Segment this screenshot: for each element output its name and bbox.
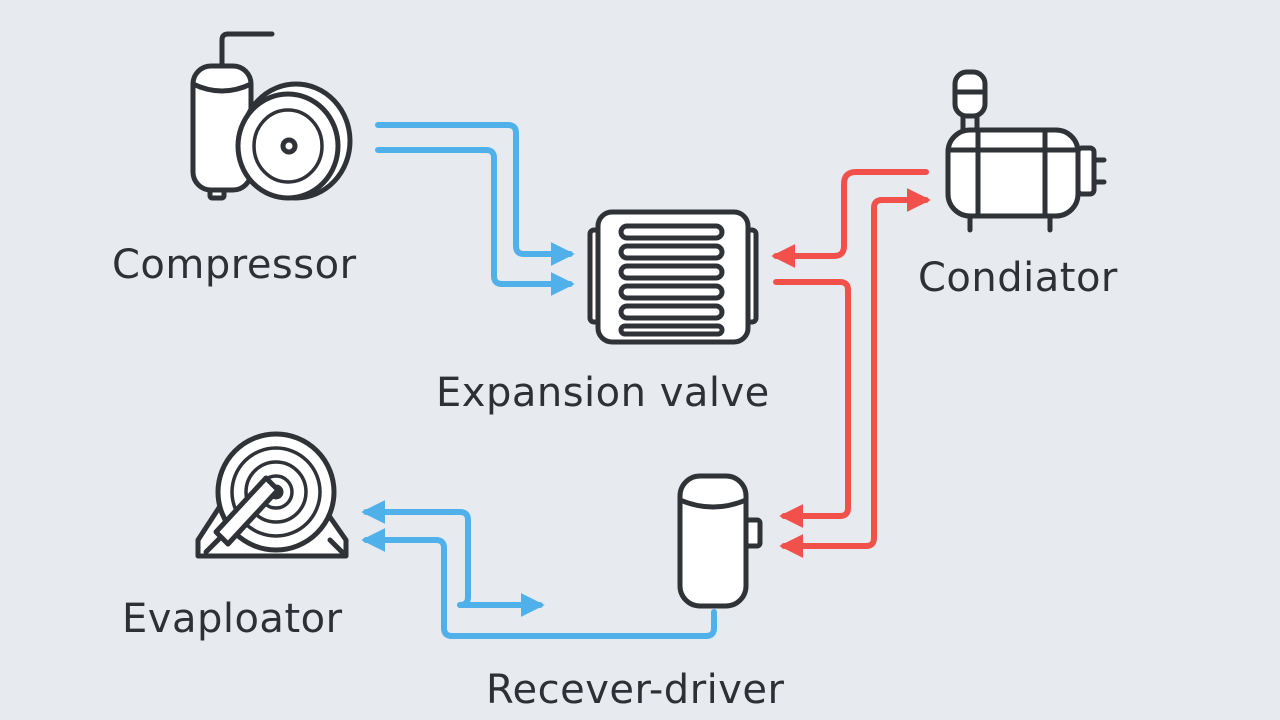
condenser-label: Condiator <box>918 255 1118 301</box>
compressor-to-expansion-lines <box>375 122 575 296</box>
condenser-icon <box>945 69 1107 233</box>
expansion-valve-label: Expansion valve <box>436 370 770 416</box>
receiver-drier-icon <box>677 473 763 609</box>
expansion-valve-icon <box>587 209 759 345</box>
condenser-lines <box>771 169 931 558</box>
compressor-icon <box>190 31 353 201</box>
evaporator-lines <box>361 500 717 639</box>
receiver-drier-label: Recever-driver <box>486 667 785 713</box>
compressor-label: Compressor <box>112 242 357 288</box>
evaporator-icon <box>195 431 349 559</box>
evaporator-label: Evaploator <box>122 596 343 642</box>
